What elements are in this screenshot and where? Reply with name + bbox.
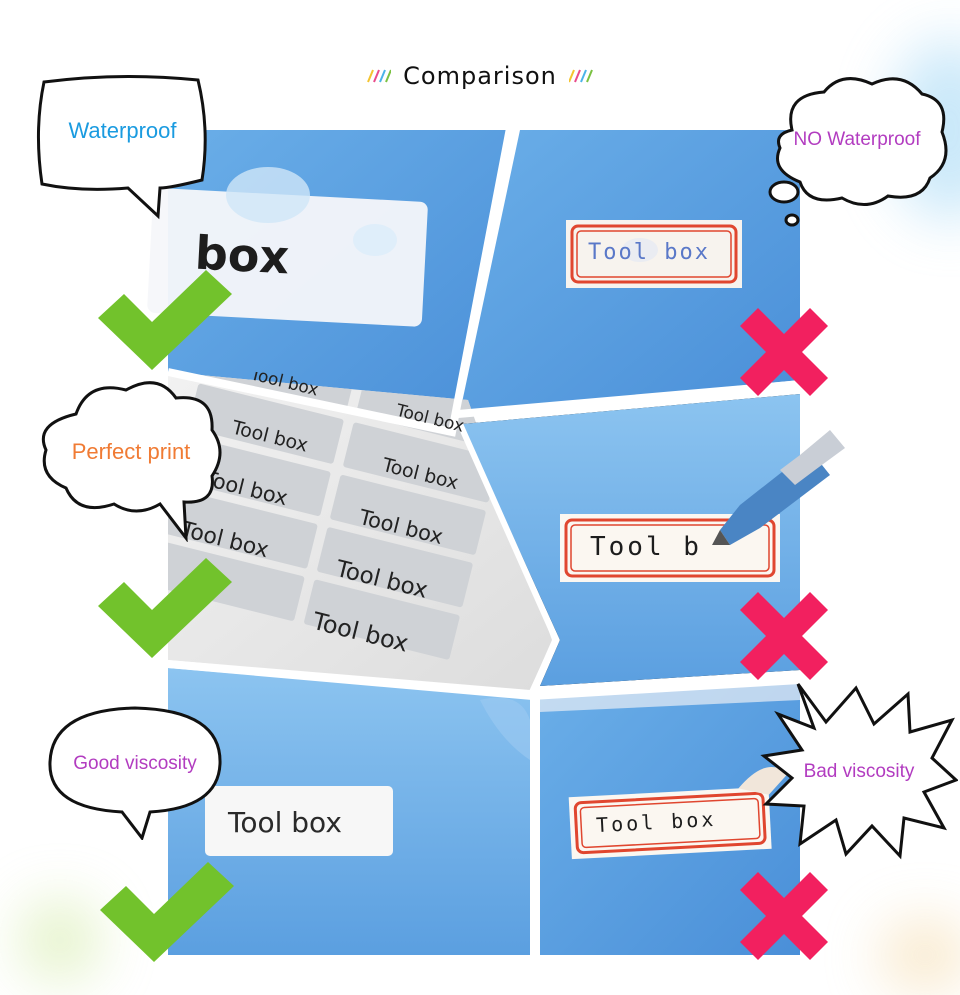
waterproof-sticker-text: box: [193, 225, 291, 285]
waterproof-label: Waterproof: [68, 118, 177, 143]
pen-icon: [712, 430, 845, 545]
bubble-shape: [768, 77, 948, 227]
perfect-print-bubble: Perfect print: [36, 372, 226, 542]
panel-no-waterproof: [460, 130, 800, 412]
no-waterproof-sticker-text: Tool box: [588, 240, 710, 265]
stripes-right-icon: [569, 69, 594, 83]
no-waterproof-label: NO Waterproof: [793, 129, 921, 150]
bubble-shape: [48, 706, 222, 840]
bubble-shape: [36, 74, 207, 220]
glow-bottom-right: [880, 920, 960, 990]
stripes-left-icon: [366, 69, 391, 83]
good-viscosity-bubble: Good viscosity: [40, 700, 230, 840]
good-viscosity-label: Good viscosity: [73, 753, 197, 774]
sheet-text: Tool box: [394, 400, 466, 437]
perfect-print-label: Perfect print: [71, 439, 191, 464]
sheet-text: Tool box: [356, 505, 446, 549]
sheet-text: Tool box: [333, 555, 431, 604]
bad-viscosity-label: Bad viscosity: [803, 761, 915, 782]
waterproof-bubble: Waterproof: [30, 70, 215, 220]
page-title: Comparison: [403, 62, 557, 90]
sheet-text: Tool box: [309, 606, 412, 658]
glow-bottom-left: [20, 900, 100, 980]
good-viscosity-sticker-text: Tool box: [228, 806, 342, 839]
panel-good-viscosity: [168, 668, 530, 955]
bubble-shape: [760, 683, 958, 860]
panel-bad-viscosity: [540, 684, 800, 955]
writing-sticker-text: Tool b: [590, 532, 702, 562]
panel-writing: [462, 394, 845, 686]
no-waterproof-bubble: NO Waterproof: [762, 70, 952, 230]
bubble-shape: [41, 381, 222, 542]
sheet-text: Tool box: [380, 454, 461, 495]
bad-viscosity-bubble: Bad viscosity: [760, 680, 958, 860]
header: Comparison: [0, 62, 960, 90]
sheet-text: Tool box: [229, 416, 311, 457]
sheet-text: Tool box: [248, 372, 321, 401]
